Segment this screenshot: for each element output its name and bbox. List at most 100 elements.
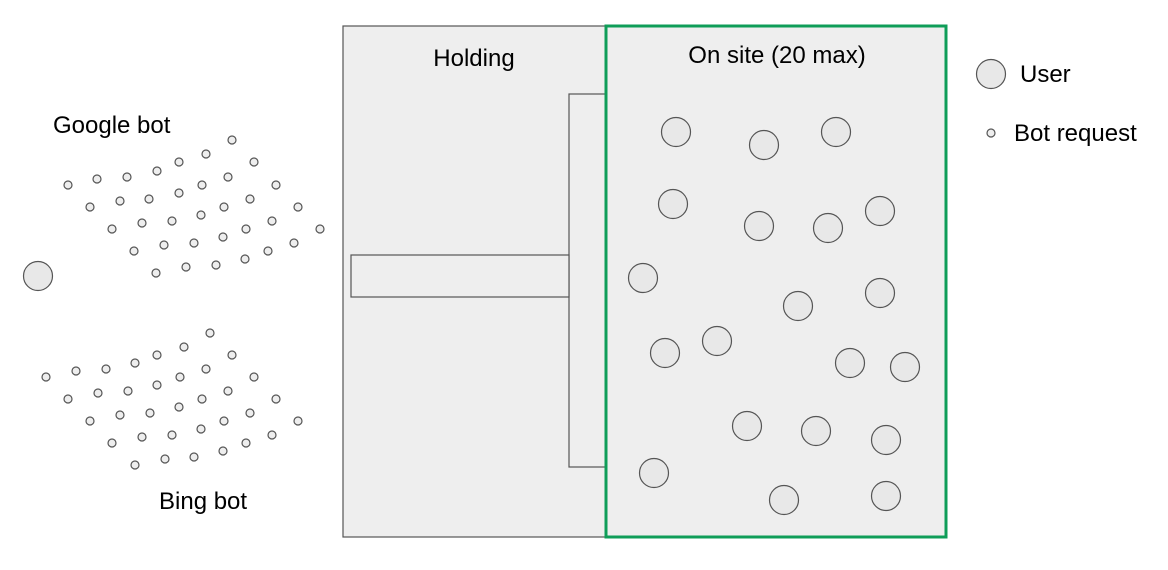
bot-request-dot: [137, 218, 147, 228]
bot-request-dot: [107, 224, 117, 234]
user-circle: [864, 195, 896, 227]
bot-request-dot: [152, 380, 162, 390]
bot-request-dot: [245, 408, 255, 418]
bot-request-dot: [122, 172, 132, 182]
on-site-label: On site (20 max): [688, 42, 865, 69]
bing-bot-label: Bing bot: [159, 488, 247, 515]
user-circle: [870, 480, 902, 512]
bot-request-dot: [179, 342, 189, 352]
funnel-inlet: [350, 254, 570, 298]
legend-bot-label: Bot request: [1014, 120, 1137, 147]
bot-request-dot: [145, 408, 155, 418]
legend-user-icon: [975, 58, 1007, 90]
bot-request-dot: [315, 224, 325, 234]
bot-request-dot: [197, 394, 207, 404]
bot-request-dot: [227, 135, 237, 145]
user-circle: [800, 415, 832, 447]
bot-request-dot: [218, 446, 228, 456]
bot-request-dot: [41, 372, 51, 382]
legend-bot-icon: [986, 128, 996, 138]
bot-request-dot: [137, 432, 147, 442]
bot-request-dot: [263, 246, 273, 256]
user-circle: [731, 410, 763, 442]
user-circle: [701, 325, 733, 357]
bot-request-dot: [196, 210, 206, 220]
google-bot-label: Google bot: [53, 112, 171, 139]
bot-request-dot: [241, 224, 251, 234]
user-circle: [649, 337, 681, 369]
bot-request-dot: [223, 386, 233, 396]
waiting-user: [22, 260, 54, 292]
user-circle: [743, 210, 775, 242]
bot-request-dot: [159, 240, 169, 250]
bot-request-dot: [174, 157, 184, 167]
funnel-gate: [568, 93, 607, 468]
bot-request-dot: [144, 194, 154, 204]
bot-request-dot: [197, 180, 207, 190]
bot-request-dot: [85, 416, 95, 426]
bot-request-dot: [160, 454, 170, 464]
bot-request-dot: [289, 238, 299, 248]
bot-request-dot: [130, 358, 140, 368]
bot-request-dot: [249, 372, 259, 382]
bot-request-dot: [130, 460, 140, 470]
bot-request-dot: [167, 430, 177, 440]
legend-user-label: User: [1020, 61, 1071, 88]
bot-request-dot: [241, 438, 251, 448]
bot-request-dot: [181, 262, 191, 272]
bot-request-dot: [189, 452, 199, 462]
bot-request-dot: [240, 254, 250, 264]
bot-request-dot: [63, 394, 73, 404]
bot-request-dot: [167, 216, 177, 226]
bot-request-dot: [63, 180, 73, 190]
bot-request-dot: [267, 430, 277, 440]
bot-request-dot: [101, 364, 111, 374]
user-circle: [638, 457, 670, 489]
user-circle: [812, 212, 844, 244]
bot-request-dot: [93, 388, 103, 398]
users-on-site: [627, 116, 921, 516]
bot-request-dot: [201, 149, 211, 159]
user-circle: [768, 484, 800, 516]
user-circle: [870, 424, 902, 456]
bot-request-dot: [227, 350, 237, 360]
bot-request-dot: [151, 268, 161, 278]
user-circle: [627, 262, 659, 294]
user-circle: [657, 188, 689, 220]
bot-request-dot: [249, 157, 259, 167]
bot-request-dot: [271, 394, 281, 404]
bot-request-dot: [152, 166, 162, 176]
user-circle: [782, 290, 814, 322]
bot-request-dot: [174, 188, 184, 198]
bot-request-dot: [123, 386, 133, 396]
user-circle: [660, 116, 692, 148]
bot-request-dot: [271, 180, 281, 190]
bot-request-dot: [211, 260, 221, 270]
bot-request-dot: [115, 410, 125, 420]
bot-request-dot: [71, 366, 81, 376]
bot-request-dot: [201, 364, 211, 374]
bot-request-dot: [115, 196, 125, 206]
bot-request-dot: [107, 438, 117, 448]
bot-request-dot: [205, 328, 215, 338]
holding-label: Holding: [433, 45, 514, 72]
bot-request-dot: [129, 246, 139, 256]
bot-request-dot: [219, 416, 229, 426]
bot-request-dot: [245, 194, 255, 204]
bot-request-dot: [174, 402, 184, 412]
bot-request-dot: [85, 202, 95, 212]
user-circle: [820, 116, 852, 148]
bot-request-dot: [223, 172, 233, 182]
bot-request-dot: [175, 372, 185, 382]
bot-request-dot: [293, 202, 303, 212]
user-circle: [834, 347, 866, 379]
bot-request-dot: [267, 216, 277, 226]
bot-request-dot: [218, 232, 228, 242]
bot-request-dot: [196, 424, 206, 434]
user-circle: [748, 129, 780, 161]
google-bot-requests: [63, 135, 325, 278]
bing-bot-requests: [41, 328, 303, 470]
user-circle: [864, 277, 896, 309]
user-circle: [889, 351, 921, 383]
